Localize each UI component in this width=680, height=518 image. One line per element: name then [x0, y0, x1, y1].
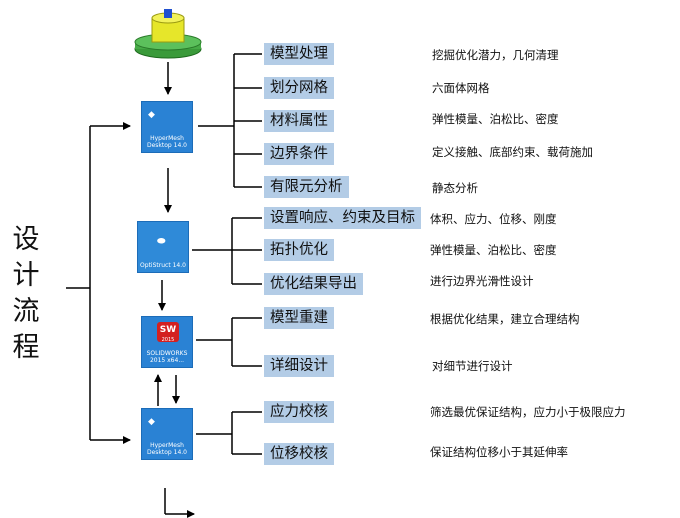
solidworks-logo-icon: SW 2015 — [157, 322, 179, 343]
optistruct-app-icon: ⬬ OptiStruct 14.0 — [137, 221, 189, 273]
step-description: 定义接触、底部约束、载荷施加 — [432, 145, 593, 159]
app-name: SOLIDWORKS 2015 x64... — [146, 350, 188, 364]
step-description: 对细节进行设计 — [432, 359, 513, 373]
flow-arrows — [154, 62, 195, 518]
step-description: 挖掘优化潜力，几何清理 — [432, 48, 559, 62]
app-name: HyperMesh Desktop 14.0 — [146, 135, 187, 149]
flow-label-char: 设 — [12, 224, 40, 255]
app-name: OptiStruct 14.0 — [140, 262, 186, 269]
hypermesh-app-icon: ◆ HyperMesh Desktop 14.0 — [141, 101, 193, 153]
step-box: 有限元分析 — [264, 176, 349, 198]
design-flow-label: 设 计 流 程 — [10, 222, 42, 366]
hypermesh-logo-icon: ◆ — [148, 110, 155, 120]
solidworks-version-badge: 2015 — [161, 337, 175, 343]
flow-label-char: 程 — [12, 332, 40, 363]
step-box: 应力校核 — [264, 401, 334, 423]
step-box: 详细设计 — [264, 355, 334, 377]
step-box: 设置响应、约束及目标 — [264, 207, 421, 229]
step-description: 弹性模量、泊松比、密度 — [432, 112, 559, 126]
solidworks-app-icon: SW 2015 SOLIDWORKS 2015 x64... — [141, 316, 193, 368]
step-description: 保证结构位移小于其延伸率 — [430, 445, 568, 459]
step-box: 划分网格 — [264, 77, 334, 99]
step-box: 拓扑优化 — [264, 239, 334, 261]
step-description: 六面体网格 — [432, 81, 490, 95]
step-description: 弹性模量、泊松比、密度 — [430, 243, 557, 257]
hypermesh-app-icon: ◆ HyperMesh Desktop 14.0 — [141, 408, 193, 460]
step-description: 筛选最优保证结构，应力小于极限应力 — [430, 405, 626, 419]
step-description: 根据优化结果，建立合理结构 — [430, 312, 580, 326]
flow-label-char: 流 — [12, 296, 40, 327]
loop-bracket — [66, 122, 131, 444]
step-box: 优化结果导出 — [264, 273, 363, 295]
part-model-icon — [134, 9, 202, 59]
step-box: 模型重建 — [264, 307, 334, 329]
step-box: 位移校核 — [264, 443, 334, 465]
step-description: 静态分析 — [432, 181, 478, 195]
app-name: HyperMesh Desktop 14.0 — [146, 442, 187, 456]
optistruct-logo-icon: ⬬ — [157, 236, 166, 247]
step-box: 模型处理 — [264, 43, 334, 65]
flow-label-char: 计 — [12, 260, 40, 291]
step-box: 边界条件 — [264, 143, 334, 165]
step-description: 体积、应力、位移、刚度 — [430, 212, 557, 226]
hypermesh-logo-icon: ◆ — [148, 417, 155, 427]
step-description: 进行边界光滑性设计 — [430, 274, 534, 288]
step-box: 材料属性 — [264, 110, 334, 132]
branch-lines — [192, 53, 262, 455]
